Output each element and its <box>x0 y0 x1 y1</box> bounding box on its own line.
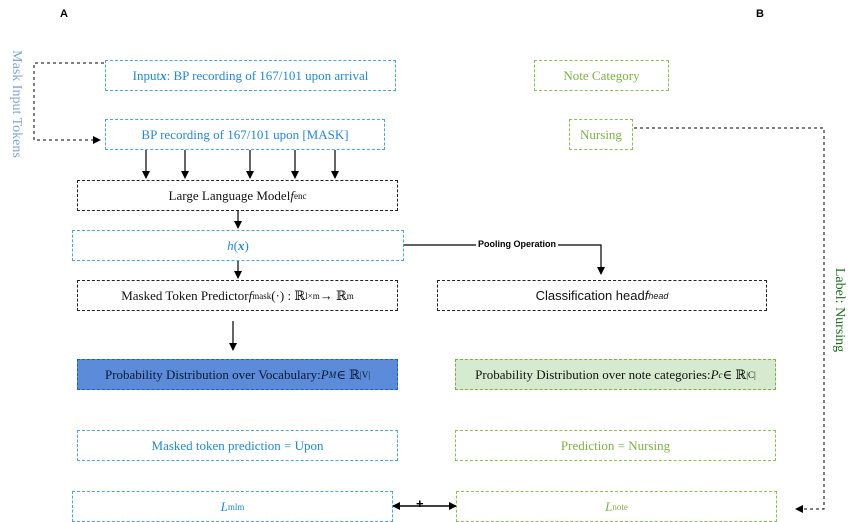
pooling-arrow <box>404 244 605 275</box>
mtp-f: f <box>248 287 253 303</box>
vocab-prob-sub: M <box>328 369 337 380</box>
mlm-loss-sub: mlm <box>227 501 245 512</box>
mtp-sup1: l×m <box>305 290 320 301</box>
note-loss-l: L <box>605 498 613 514</box>
mtp-arrow: → ℝ <box>319 287 347 303</box>
cat-prob-p: P <box>710 366 719 382</box>
mtp-sup2: m <box>346 290 354 301</box>
vocab-prob-p: P <box>320 366 329 382</box>
input-box: Input x: BP recording of 167/101 upon ar… <box>105 60 396 91</box>
note-loss-sub: note <box>612 501 628 512</box>
head-text: Classification head <box>535 288 645 303</box>
panel-label-a: A <box>60 8 68 20</box>
cat-prob-text: Probability Distribution over note categ… <box>475 366 711 382</box>
vocab-prob-rest: ∈ ℝ <box>336 366 360 382</box>
category-prediction-text: Prediction = Nursing <box>560 437 671 453</box>
input-var: x <box>160 67 167 83</box>
note-category-box: Note Category <box>534 60 669 91</box>
nursing-text: Nursing <box>580 126 622 142</box>
panel-label-b: B <box>756 8 764 20</box>
cat-prob-sup: |C| <box>746 369 756 380</box>
vocab-probability-box: Probability Distribution over Vocabulary… <box>77 359 398 390</box>
llm-sub: enc <box>293 190 307 201</box>
cat-prob-rest: ∈ ℝ <box>722 366 747 382</box>
plus-sign: + <box>416 496 424 511</box>
h-paren-close: ) <box>244 237 249 253</box>
vocab-prob-sup: |V| <box>359 369 371 380</box>
masked-prediction-box: Masked token prediction = Upon <box>77 430 398 461</box>
h-symbol: h <box>227 237 234 253</box>
input-prefix: Input <box>132 67 161 83</box>
mask-input-label: Mask Input Tokens <box>9 50 24 158</box>
h-paren-open: ( <box>233 237 238 253</box>
category-prediction-box: Prediction = Nursing <box>455 430 776 461</box>
llm-f: f <box>290 187 294 203</box>
cat-prob-sub: c <box>718 369 723 380</box>
category-probability-box: Probability Distribution over note categ… <box>455 359 776 390</box>
h-x: x <box>238 237 245 253</box>
input-text: : BP recording of 167/101 upon arrival <box>166 67 369 83</box>
mtp-rest: (·) : ℝ <box>271 287 306 303</box>
masked-input-box: BP recording of 167/101 upon [MASK] <box>105 119 385 150</box>
head-sub: head <box>648 290 669 301</box>
mask-loop-arrow <box>33 62 104 144</box>
llm-text: Large Language Model <box>168 187 291 203</box>
masked-input-text: BP recording of 167/101 upon [MASK] <box>141 126 349 142</box>
head-f: f <box>644 288 649 303</box>
mtp-text: Masked Token Predictor <box>121 287 249 303</box>
label-nursing: Label: Nursing <box>832 267 847 353</box>
nursing-box: Nursing <box>569 119 633 150</box>
mtp-sub: mask <box>252 290 272 301</box>
vocab-prob-text: Probability Distribution over Vocabulary… <box>104 366 321 382</box>
hidden-state-box: h(x) <box>72 230 404 261</box>
pooling-label: Pooling Operation <box>476 239 558 249</box>
note-category-text: Note Category <box>563 67 640 83</box>
label-arrow <box>634 127 825 513</box>
masked-prediction-text: Masked token prediction = Upon <box>151 437 324 453</box>
mlm-loss-l: L <box>220 498 228 514</box>
